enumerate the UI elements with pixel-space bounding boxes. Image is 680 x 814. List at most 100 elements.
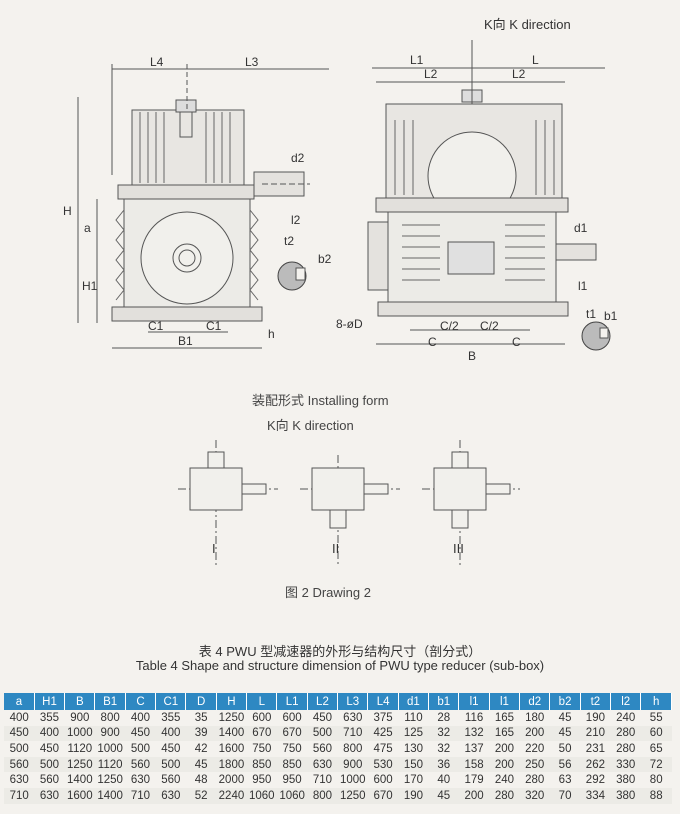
- table-cell: 500: [9, 742, 29, 755]
- label-d1: d1: [574, 221, 588, 235]
- table-cell: 70: [549, 787, 581, 804]
- table-cell: 320: [519, 787, 550, 804]
- table-cell: 280: [610, 725, 641, 742]
- column-header: B1: [94, 693, 126, 710]
- table-cell: 530: [367, 756, 399, 773]
- table-cell: 39: [185, 725, 217, 742]
- table-cell: 32: [428, 725, 459, 742]
- label-a: a: [84, 221, 91, 235]
- table-cell: 380: [610, 787, 641, 804]
- table-cell: 630: [34, 787, 65, 804]
- table-cell: 110: [404, 711, 423, 724]
- column-header: H1: [34, 693, 66, 710]
- label-C-left: C: [428, 335, 437, 349]
- table-cell: 355: [39, 711, 60, 724]
- table-cell: 560: [4, 756, 35, 773]
- table-cell: 375: [373, 711, 393, 724]
- table-cell: 1250: [97, 774, 123, 787]
- table-cell: 475: [373, 742, 393, 755]
- table-cell: 32: [437, 742, 451, 755]
- table-cell: 28: [437, 711, 451, 724]
- table-cell: 400: [155, 725, 186, 742]
- table-cell: 1060: [246, 787, 277, 804]
- table-cell: 125: [398, 725, 429, 742]
- table-cell: 1400: [67, 774, 93, 787]
- label-h: h: [268, 327, 275, 341]
- label-L3: L3: [245, 55, 259, 69]
- label-L1: L1: [410, 53, 424, 67]
- table-cell: 750: [252, 742, 272, 755]
- table-cell: 400: [34, 725, 65, 742]
- table-cell: 1600: [64, 787, 95, 804]
- column-header: D: [185, 693, 217, 710]
- label-H1: H1: [82, 279, 98, 293]
- label-k-direction: K向 K direction: [484, 17, 571, 32]
- column-header: l2: [610, 693, 642, 710]
- column-header: d1: [398, 693, 430, 710]
- table-cell: 560: [312, 742, 333, 755]
- table-title-cn: 表 4 PWU 型减速器的外形与结构尺寸（剖分式）: [198, 644, 482, 659]
- table-cell: 450: [4, 725, 35, 742]
- table-cell: 800: [343, 742, 363, 755]
- label-b2: b2: [318, 252, 332, 266]
- label-L2-right: L2: [512, 67, 526, 81]
- column-header: L4: [367, 693, 399, 710]
- table-cell: 55: [649, 711, 663, 724]
- table-cell: 800: [100, 711, 120, 724]
- table-cell: 450: [312, 711, 333, 724]
- table-cell: 40: [437, 774, 451, 787]
- table-cell: 132: [458, 725, 490, 742]
- table-title-en: Table 4 Shape and structure dimension of…: [135, 658, 545, 673]
- table-cell: 65: [649, 742, 663, 755]
- label-B1: B1: [178, 334, 193, 348]
- column-header: d2: [519, 693, 551, 710]
- column-header: H: [216, 693, 248, 710]
- table-cell: 330: [610, 756, 641, 773]
- column-header: l1: [458, 693, 490, 710]
- table-cell: 1120: [94, 756, 126, 773]
- table-cell: 170: [403, 774, 424, 787]
- table-cell: 500: [34, 756, 65, 773]
- table-cell: 45: [428, 787, 459, 804]
- table-cell: 45: [558, 711, 572, 724]
- label-H: H: [63, 204, 72, 218]
- table-cell: 670: [367, 787, 399, 804]
- table-cell: 334: [580, 787, 611, 804]
- table-cell: 450: [125, 725, 156, 742]
- table-cell: 630: [9, 774, 29, 787]
- column-header: L2: [307, 693, 339, 710]
- table-cell: 710: [337, 725, 368, 742]
- table-cell: 190: [398, 787, 429, 804]
- table-cell: 63: [558, 774, 572, 787]
- label-C1-left: C1: [148, 319, 164, 333]
- label-B: B: [468, 349, 476, 360]
- table-cell: 1000: [339, 774, 366, 787]
- table-cell: 560: [161, 774, 181, 787]
- table-cell: 200: [489, 756, 520, 773]
- table-cell: 560: [125, 756, 156, 773]
- table-cell: 400: [9, 711, 29, 724]
- table-cell: 1600: [218, 742, 245, 755]
- column-header: C1: [155, 693, 187, 710]
- reducer-drawing: L4 L3 H a H1 d2 l2 t2 b2 C1 C1 B1 h K向 K…: [63, 17, 618, 360]
- table-cell: 600: [252, 711, 272, 724]
- table-cell: 60: [640, 725, 672, 742]
- column-header: b2: [549, 693, 581, 710]
- table-cell: 200: [458, 787, 490, 804]
- table-cell: 48: [194, 774, 208, 787]
- table-cell: 450: [161, 742, 181, 755]
- table-cell: 1400: [94, 787, 126, 804]
- table-cell: 280: [525, 774, 545, 787]
- k-direction-caption: K向 K direction: [267, 418, 354, 433]
- form-I: [178, 440, 278, 565]
- column-header: h: [640, 693, 672, 710]
- table-cell: 710: [312, 774, 333, 787]
- table-cell: 425: [367, 725, 399, 742]
- label-bolt: 8-øD: [336, 317, 363, 331]
- table-cell: 800: [307, 787, 338, 804]
